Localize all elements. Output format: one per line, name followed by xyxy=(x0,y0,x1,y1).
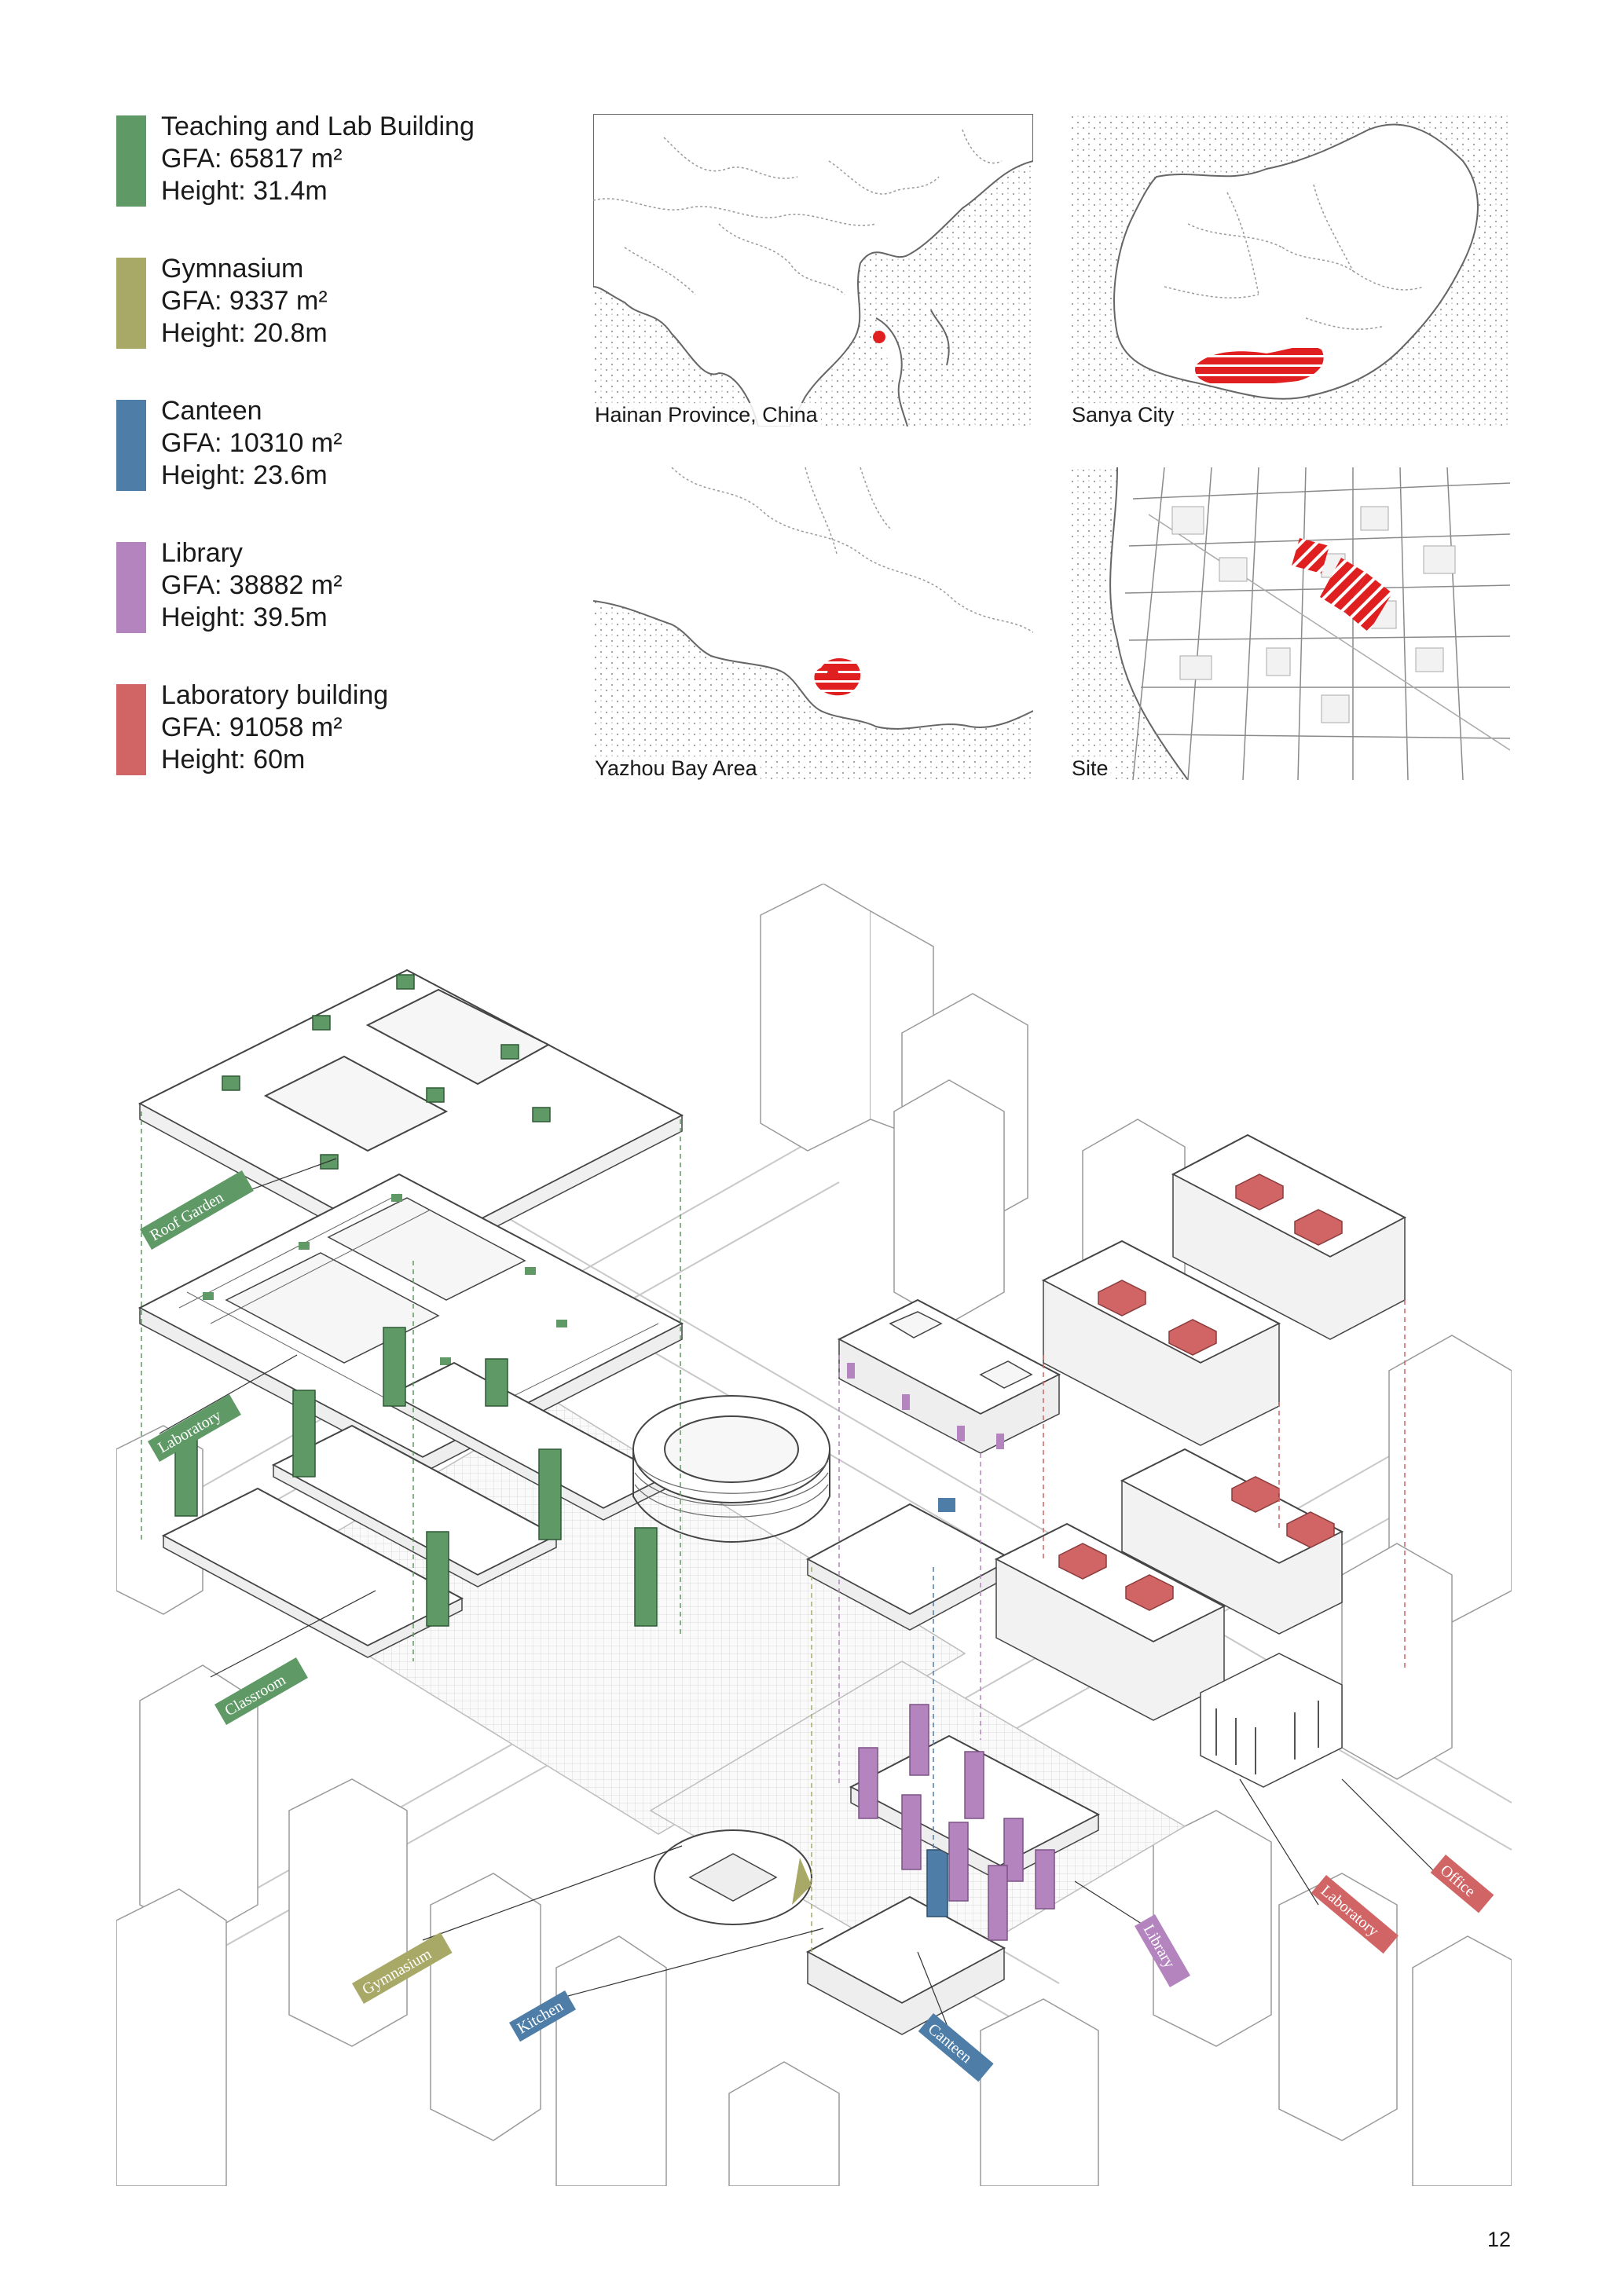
axonometric-drawing: Roof Garden Laboratory Classroom Gymnasi… xyxy=(116,884,1512,2186)
sanya-highlight xyxy=(1195,346,1324,385)
legend-swatch-library xyxy=(116,542,146,633)
tag-roof-garden-label: Roof Garden xyxy=(147,1188,226,1244)
legend-item-library: Library GFA: 38882 m² Height: 39.5m xyxy=(116,538,556,635)
laboratory-upper xyxy=(1041,1133,1407,1446)
site-plot-a xyxy=(1292,538,1329,573)
legend-gfa: GFA: 9337 m² xyxy=(161,286,328,316)
legend-height: Height: 31.4m xyxy=(161,176,328,206)
gymnasium-court xyxy=(654,1829,812,1925)
legend-item-gymnasium: Gymnasium GFA: 9337 m² Height: 20.8m xyxy=(116,254,556,350)
tag-office: Office xyxy=(1430,1855,1494,1913)
map-sanya-city: Sanya City xyxy=(1070,114,1510,427)
page-number: 12 xyxy=(1487,2228,1512,2251)
legend-name: Teaching and Lab Building xyxy=(161,112,475,141)
axonometric-diagram: Roof Garden Laboratory Classroom Gymnasi… xyxy=(116,884,1512,2186)
map-sanya-city-drawing xyxy=(1070,114,1510,427)
legend-height: Height: 39.5m xyxy=(161,602,328,632)
library-upper xyxy=(837,1298,1061,1454)
legend-gfa: GFA: 38882 m² xyxy=(161,570,343,600)
legend-swatch-canteen xyxy=(116,400,146,491)
map-hainan-province-drawing xyxy=(593,114,1033,427)
legend-swatch-teaching xyxy=(116,115,146,207)
legend-gfa: GFA: 10310 m² xyxy=(161,428,343,458)
legend-gfa: GFA: 91058 m² xyxy=(161,712,343,742)
site-plot-b xyxy=(1320,558,1367,613)
map-hainan-province: Hainan Province, China xyxy=(593,114,1033,427)
legend-height: Height: 60m xyxy=(161,745,306,774)
tag-roof-garden: Roof Garden xyxy=(140,1170,254,1250)
canteen-upper xyxy=(805,1498,1014,1631)
laboratory-upper-blocks xyxy=(1098,1174,1343,1356)
legend-height: Height: 23.6m xyxy=(161,460,328,490)
projection-lines xyxy=(141,1111,1406,1952)
yazhou-highlight xyxy=(814,658,861,696)
legend-name: Canteen xyxy=(161,396,262,426)
teaching-towers xyxy=(174,1327,658,1627)
laboratory-lower-blocks xyxy=(1058,1476,1335,1611)
map-yazhou-bay-drawing xyxy=(593,467,1033,780)
map-yazhou-bay: Yazhou Bay Area xyxy=(593,467,1033,780)
teaching-classroom-level xyxy=(161,1361,669,1658)
roof-garden-blocks xyxy=(222,974,551,1170)
legend-name: Gymnasium xyxy=(161,254,304,284)
legend-name: Library xyxy=(161,538,243,568)
teaching-roof-slab xyxy=(137,969,684,1269)
map-site-drawing xyxy=(1070,467,1510,780)
library-towers xyxy=(858,1704,1055,1941)
map-label: Sanya City xyxy=(1072,403,1178,427)
teaching-lab-level xyxy=(137,1173,684,1474)
building-legend: Teaching and Lab Building GFA: 65817 m² … xyxy=(116,112,556,825)
map-site: Site xyxy=(1070,467,1510,780)
map-label: Yazhou Bay Area xyxy=(595,756,761,780)
hainan-marker xyxy=(873,331,885,343)
lab-level-garden-blocks xyxy=(203,1194,567,1365)
map-label: Hainan Province, China xyxy=(595,403,821,427)
site-plot-c xyxy=(1345,573,1392,632)
legend-height: Height: 20.8m xyxy=(161,318,328,348)
gymnasium-ring xyxy=(632,1395,830,1543)
legend-item-laboratory: Laboratory building GFA: 91058 m² Height… xyxy=(116,680,556,777)
laboratory-lower xyxy=(994,1448,1344,1788)
legend-name: Laboratory building xyxy=(161,680,389,710)
map-label: Site xyxy=(1072,756,1112,780)
canteen-lower xyxy=(805,1849,1006,2035)
legend-swatch-gymnasium xyxy=(116,258,146,349)
legend-item-canteen: Canteen GFA: 10310 m² Height: 23.6m xyxy=(116,396,556,493)
legend-swatch-laboratory xyxy=(116,684,146,775)
legend-gfa: GFA: 65817 m² xyxy=(161,144,343,174)
legend-item-teaching: Teaching and Lab Building GFA: 65817 m² … xyxy=(116,112,556,208)
